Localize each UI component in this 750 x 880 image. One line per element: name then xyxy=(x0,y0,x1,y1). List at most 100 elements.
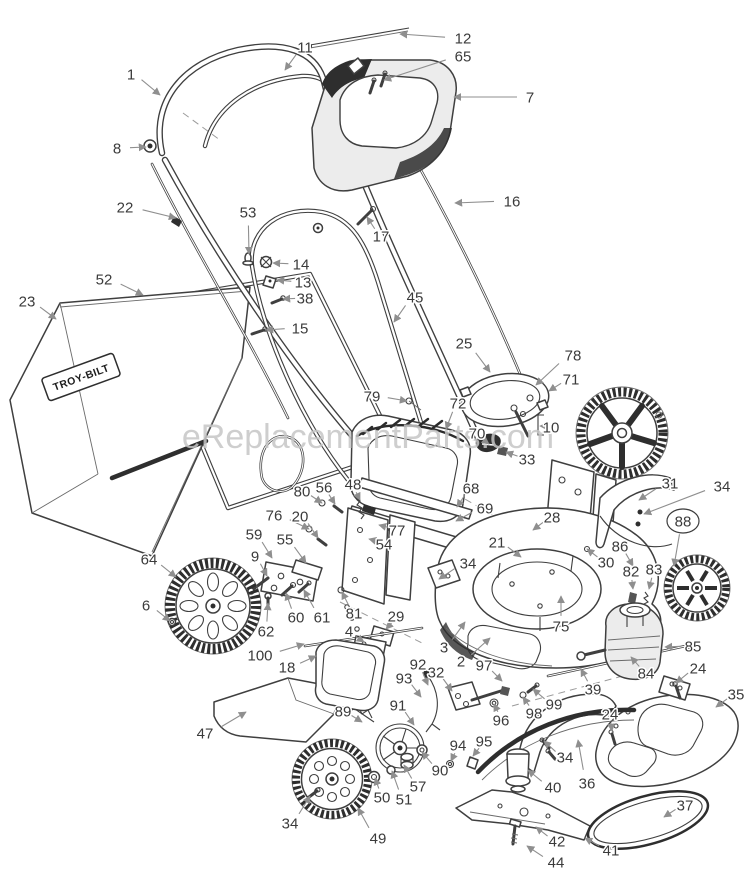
part-callout-69: 69 xyxy=(455,499,495,522)
svg-text:62: 62 xyxy=(258,624,275,641)
panel-latch xyxy=(347,57,365,75)
part-callout-14: 14 xyxy=(272,255,311,275)
svg-text:17: 17 xyxy=(373,229,390,246)
part-callout-49: 49 xyxy=(357,807,388,849)
part-callout-37: 37 xyxy=(663,796,695,818)
part-callout-23: 23 xyxy=(17,292,57,320)
svg-text:31: 31 xyxy=(662,476,679,493)
svg-text:8: 8 xyxy=(113,141,121,158)
svg-text:15: 15 xyxy=(292,321,309,338)
part-callout-8: 8 xyxy=(111,139,147,159)
panel-bolt-65a xyxy=(368,79,376,95)
part-callout-44: 44 xyxy=(526,845,566,873)
svg-text:69: 69 xyxy=(477,501,494,518)
svg-text:99: 99 xyxy=(546,697,563,714)
svg-text:12: 12 xyxy=(455,31,472,48)
svg-text:45: 45 xyxy=(407,290,424,307)
part-callout-18: 18 xyxy=(277,655,317,678)
svg-text:92: 92 xyxy=(410,657,427,674)
rear-skirt xyxy=(595,693,739,788)
svg-text:7: 7 xyxy=(526,90,534,107)
svg-text:91: 91 xyxy=(390,698,407,715)
svg-text:10: 10 xyxy=(543,420,560,437)
mower-line-art: TROY-BILT xyxy=(9,27,739,850)
part-callout-90: 90 xyxy=(421,751,450,781)
svg-text:56: 56 xyxy=(316,480,333,497)
svg-text:3: 3 xyxy=(440,640,448,657)
svg-text:23: 23 xyxy=(19,294,36,311)
part-callout-97: 97 xyxy=(474,656,503,682)
part-callout-62: 62 xyxy=(256,602,276,642)
part-callout-25: 25 xyxy=(454,334,491,373)
part-callout-7: 7 xyxy=(453,88,536,108)
part-callout-82: 82 xyxy=(621,562,641,590)
part-callout-95: 95 xyxy=(472,732,494,757)
part-callout-89: 89 xyxy=(333,702,363,723)
part-callout-71: 71 xyxy=(548,370,581,392)
handle-panel xyxy=(311,57,457,192)
part-callout-81: 81 xyxy=(341,591,364,624)
svg-text:24: 24 xyxy=(602,707,619,724)
part-callout-55: 55 xyxy=(275,530,307,564)
svg-text:59: 59 xyxy=(246,527,263,544)
part-callout-28: 28 xyxy=(532,508,562,531)
part-callout-35: 35 xyxy=(715,685,746,708)
svg-text:14: 14 xyxy=(293,257,310,274)
svg-text:77: 77 xyxy=(389,523,406,540)
handle-mount-bracket xyxy=(247,497,416,632)
svg-text:21: 21 xyxy=(489,535,506,552)
svg-text:95: 95 xyxy=(476,734,493,751)
part-callout-56: 56 xyxy=(314,478,336,505)
svg-text:32: 32 xyxy=(428,665,445,682)
grass-bag: TROY-BILT xyxy=(9,286,251,557)
svg-text:18: 18 xyxy=(279,660,296,677)
part-callout-53: 53 xyxy=(238,203,258,255)
part-callout-60: 60 xyxy=(284,592,306,628)
part-callout-86: 86 xyxy=(610,537,634,567)
part-callout-70: 70 xyxy=(467,424,490,445)
svg-text:34: 34 xyxy=(714,479,731,496)
part-callout-40: 40 xyxy=(527,769,563,798)
part-callout-13: 13 xyxy=(276,273,313,293)
handle-hardware xyxy=(242,205,377,336)
svg-text:61: 61 xyxy=(314,610,331,627)
part-callout-42: 42 xyxy=(535,826,567,852)
svg-text:33: 33 xyxy=(519,452,536,469)
part-callout-47: 47 xyxy=(195,711,247,744)
handle-loop xyxy=(249,208,433,483)
svg-text:1: 1 xyxy=(127,67,135,84)
svg-text:38: 38 xyxy=(297,291,314,308)
svg-text:49: 49 xyxy=(370,831,387,848)
part-callout-84: 84 xyxy=(630,656,656,684)
part-callout-100: 100 xyxy=(246,642,305,666)
part-callout-78: 78 xyxy=(535,346,583,386)
svg-text:16: 16 xyxy=(504,194,521,211)
svg-text:22: 22 xyxy=(117,200,134,217)
svg-text:4: 4 xyxy=(345,624,353,641)
part-callout-32: 32 xyxy=(426,663,453,692)
svg-text:20: 20 xyxy=(292,509,309,526)
part-callout-15: 15 xyxy=(265,319,310,339)
part-callout-20: 20 xyxy=(290,507,319,539)
part-callout-98: 98 xyxy=(522,696,544,724)
part-callout-22: 22 xyxy=(115,198,177,221)
drive-belt xyxy=(586,790,710,850)
part-callout-99: 99 xyxy=(532,688,564,715)
svg-text:85: 85 xyxy=(685,639,702,656)
part-callout-21: 21 xyxy=(487,533,522,558)
svg-text:68: 68 xyxy=(463,481,480,498)
part-callout-30: 30 xyxy=(586,548,616,573)
svg-text:6: 6 xyxy=(142,598,150,615)
part-callout-36: 36 xyxy=(575,739,597,794)
svg-text:97: 97 xyxy=(476,658,493,675)
svg-text:76: 76 xyxy=(266,508,283,525)
svg-text:94: 94 xyxy=(450,738,467,755)
svg-text:54: 54 xyxy=(376,537,393,554)
svg-text:79: 79 xyxy=(364,389,381,406)
svg-text:30: 30 xyxy=(598,555,615,572)
svg-text:96: 96 xyxy=(493,713,510,730)
svg-text:57: 57 xyxy=(410,779,427,796)
front-cover xyxy=(303,626,424,712)
